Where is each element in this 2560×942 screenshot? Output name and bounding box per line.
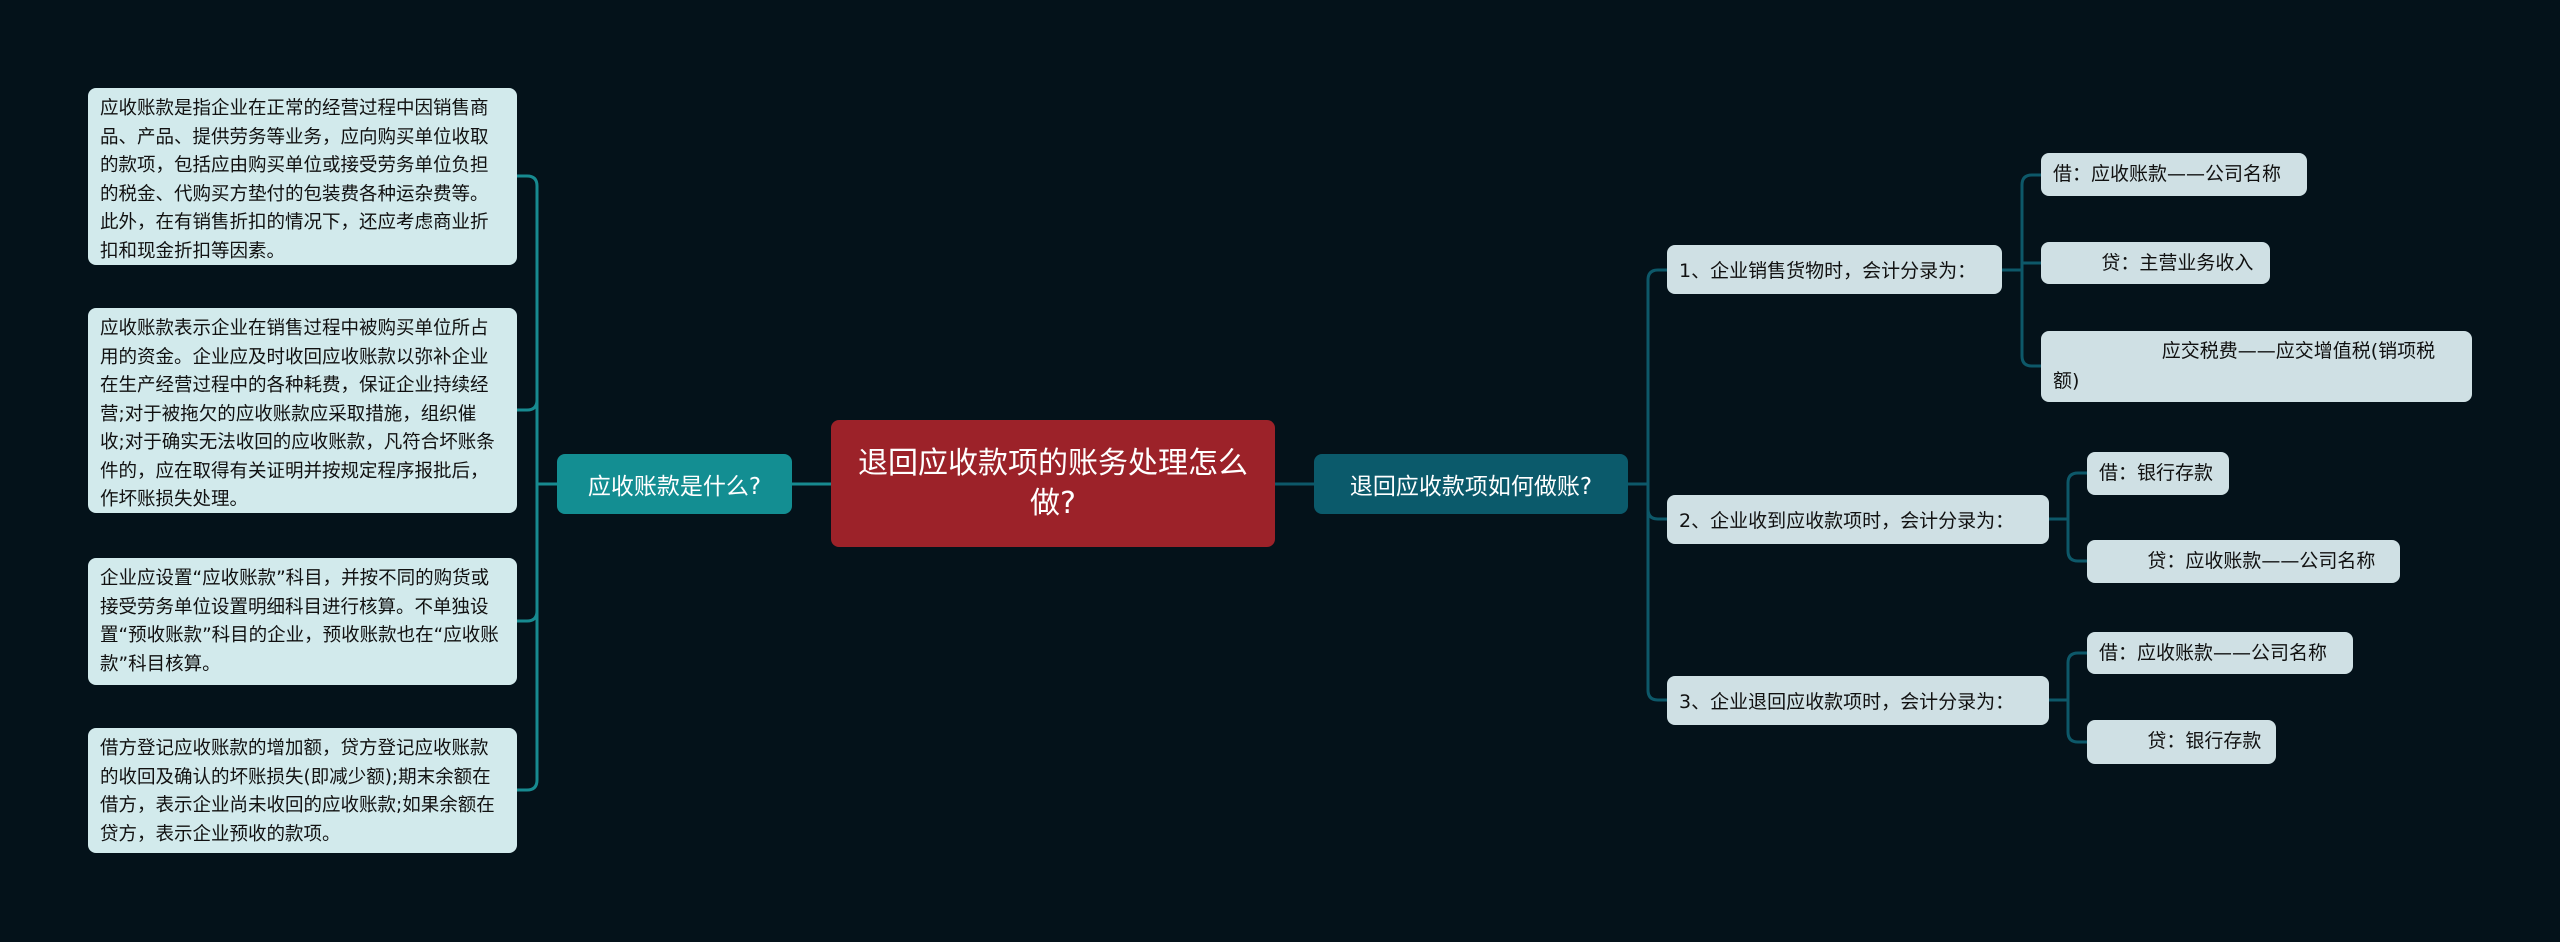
left-detail-3[interactable]: 企业应设置“应收账款”科目，并按不同的购货或接受劳务单位设置明细科目进行核算。不… (88, 558, 517, 685)
entry-debit-bank[interactable]: 借：银行存款 (2087, 452, 2229, 495)
entry-vat-payable[interactable]: 应交税费——应交增值税(销项税额) (2041, 331, 2472, 402)
step-label: 2、企业收到应收款项时，会计分录为： (1679, 510, 2015, 532)
entry-credit-receivable[interactable]: 贷：应收账款——公司名称 (2087, 540, 2400, 583)
entry-text: 贷：应收账款——公司名称 (2099, 550, 2376, 572)
left-detail-2[interactable]: 应收账款表示企业在销售过程中被购买单位所占用的资金。企业应及时收回应收账款以弥补… (88, 308, 517, 513)
left-detail-1[interactable]: 应收账款是指企业在正常的经营过程中因销售商品、产品、提供劳务等业务，应向购买单位… (88, 88, 517, 265)
step-label: 3、企业退回应收款项时，会计分录为： (1679, 691, 2015, 713)
entry-text: 贷：银行存款 (2099, 730, 2262, 752)
detail-text: 企业应设置“应收账款”科目，并按不同的购货或接受劳务单位设置明细科目进行核算。不… (100, 568, 499, 675)
entry-text: 借：应收账款——公司名称 (2099, 642, 2328, 664)
branch-what-is-receivable[interactable]: 应收账款是什么? (557, 454, 792, 514)
entry-debit-receivable[interactable]: 借：应收账款——公司名称 (2041, 153, 2307, 196)
entry-text: 借：应收账款——公司名称 (2053, 163, 2282, 185)
entry-debit-receivable-refund[interactable]: 借：应收账款——公司名称 (2087, 632, 2353, 674)
step-1-sales[interactable]: 1、企业销售货物时，会计分录为： (1667, 245, 2002, 294)
step-3-refund[interactable]: 3、企业退回应收款项时，会计分录为： (1667, 676, 2049, 725)
entry-credit-bank[interactable]: 贷：银行存款 (2087, 720, 2276, 764)
branch-how-to-account[interactable]: 退回应收款项如何做账? (1314, 454, 1628, 514)
entry-text: 应交税费——应交增值税(销项税额) (2053, 340, 2436, 392)
step-2-receive[interactable]: 2、企业收到应收款项时，会计分录为： (1667, 495, 2049, 544)
left-detail-4[interactable]: 借方登记应收账款的增加额，贷方登记应收账款的收回及确认的坏账损失(即减少额);期… (88, 728, 517, 853)
entry-credit-revenue[interactable]: 贷：主营业务收入 (2041, 242, 2270, 284)
detail-text: 应收账款是指企业在正常的经营过程中因销售商品、产品、提供劳务等业务，应向购买单位… (100, 98, 489, 262)
entry-text: 贷：主营业务收入 (2053, 252, 2254, 274)
detail-text: 借方登记应收账款的增加额，贷方登记应收账款的收回及确认的坏账损失(即减少额);期… (100, 738, 495, 845)
branch-label: 退回应收款项如何做账? (1349, 474, 1593, 500)
central-topic[interactable]: 退回应收款项的账务处理怎么做? (831, 420, 1275, 547)
branch-label: 应收账款是什么? (587, 474, 762, 500)
entry-text: 借：银行存款 (2099, 462, 2214, 484)
step-label: 1、企业销售货物时，会计分录为： (1679, 260, 1977, 282)
central-topic-label: 退回应收款项的账务处理怎么做? (858, 445, 1248, 521)
detail-text: 应收账款表示企业在销售过程中被购买单位所占用的资金。企业应及时收回应收账款以弥补… (100, 318, 495, 510)
